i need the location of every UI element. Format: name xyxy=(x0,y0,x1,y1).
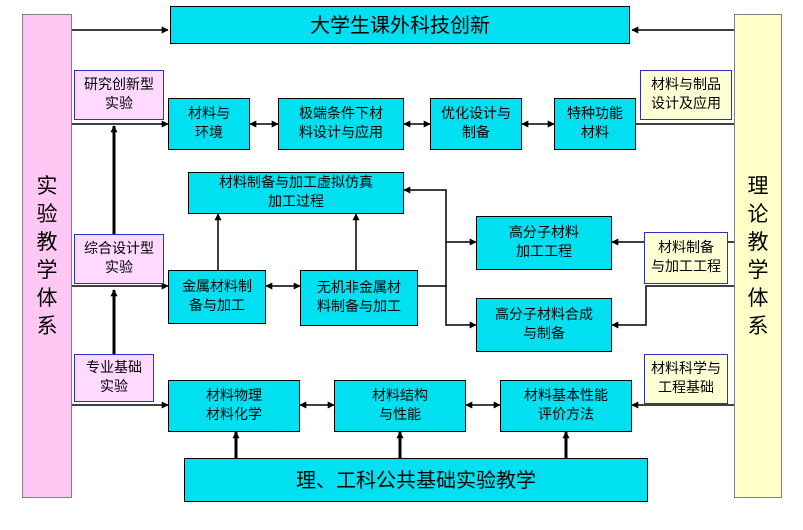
arrow-virtual-polymer xyxy=(403,186,447,242)
optimized-design-box: 优化设计与 制备 xyxy=(430,98,522,150)
inorganic-processing-box: 无机非金属材 料制备与加工 xyxy=(300,270,418,326)
extracurricular-innovation-title: 大学生课外科技创新 xyxy=(170,6,630,44)
public-basic-experiment-title: 理、工科公共基础实验教学 xyxy=(184,458,648,502)
basic-experiment-label: 专业基础 实验 xyxy=(74,354,154,402)
extreme-conditions-box: 极端条件下材 料设计与应用 xyxy=(278,98,404,150)
arrow-inorganic-polymer-syn xyxy=(445,286,477,329)
theory-teaching-system: 理 论 教 学 体 系 xyxy=(734,14,782,498)
polymer-processing-box: 高分子材料 加工工程 xyxy=(476,216,612,270)
materials-environment-box: 材料与 环境 xyxy=(168,98,250,150)
experimental-teaching-system: 实 验 教 学 体 系 xyxy=(22,14,72,498)
structure-performance-box: 材料结构 与性能 xyxy=(334,380,466,432)
polymer-synthesis-box: 高分子材料合成 与制备 xyxy=(476,298,612,352)
virtual-simulation-box: 材料制备与加工虚拟仿真 加工过程 xyxy=(188,172,404,214)
science-engineering-label: 材料科学与 工程基础 xyxy=(644,354,728,404)
special-function-box: 特种功能 材料 xyxy=(554,98,636,150)
arrow-inorganic-polymer xyxy=(418,238,477,287)
metal-processing-box: 金属材料制 备与加工 xyxy=(168,270,266,324)
research-innovation-label: 研究创新型 实验 xyxy=(74,70,164,120)
performance-evaluation-box: 材料基本性能 评价方法 xyxy=(500,380,632,432)
arrow-right-polymer-syn xyxy=(611,285,734,329)
products-design-label: 材料与制品 设计及应用 xyxy=(640,70,732,120)
comprehensive-design-label: 综合设计型 实验 xyxy=(74,234,164,284)
processing-engineering-label: 材料制备 与加工工程 xyxy=(644,232,728,284)
materials-physics-chemistry-box: 材料物理 材料化学 xyxy=(168,380,300,432)
